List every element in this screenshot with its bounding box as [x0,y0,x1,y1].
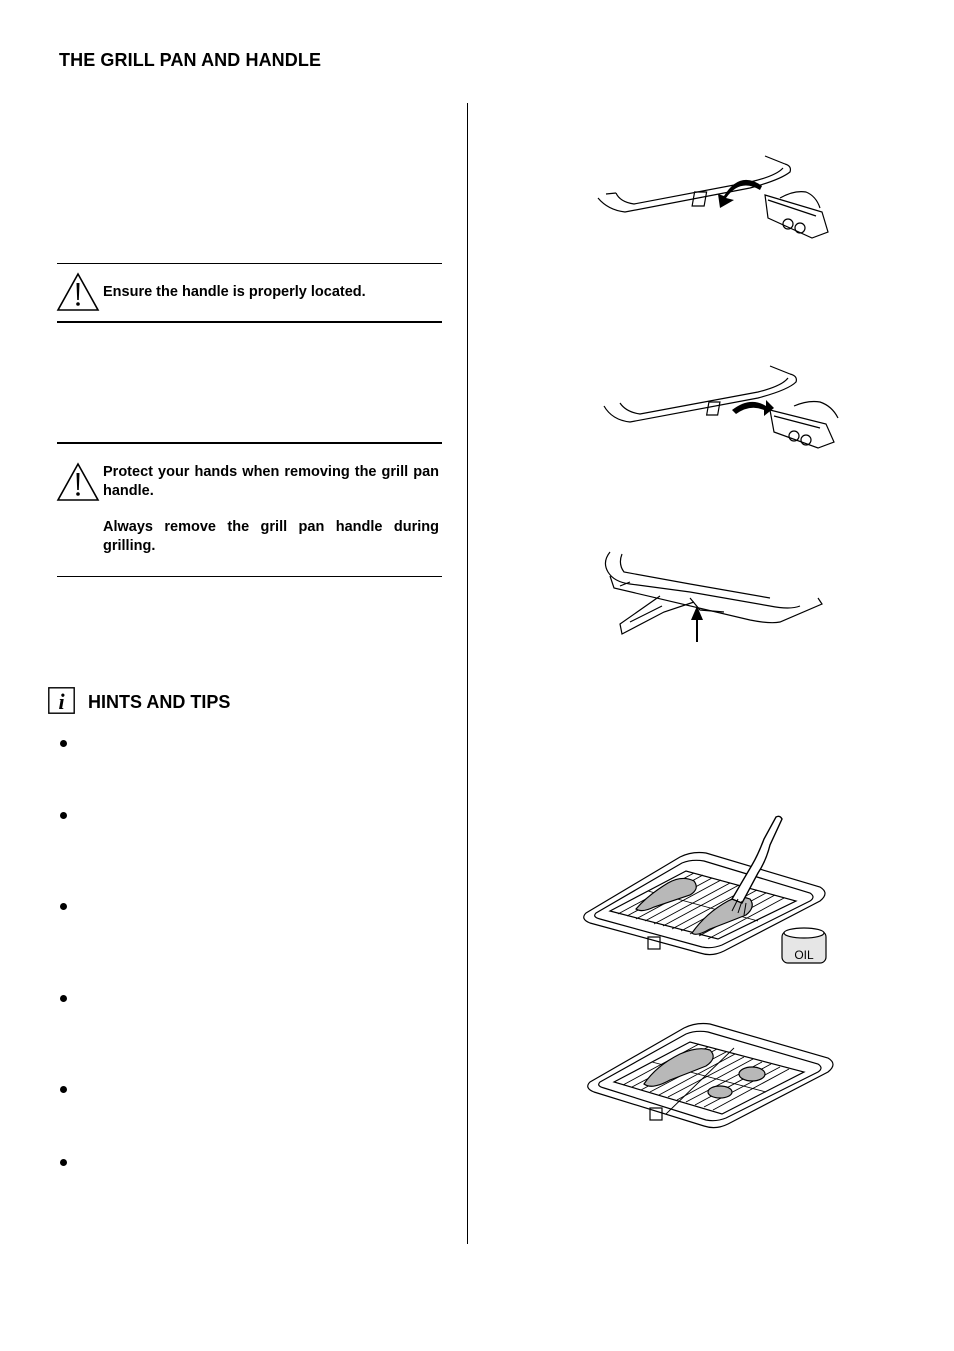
column-divider [467,103,468,1244]
handle-remove-illustration [603,365,839,449]
oil-jar: OIL [781,927,827,964]
warning-2-top-rule [57,442,442,444]
info-icon: i [48,687,75,714]
hints-title: HINTS AND TIPS [88,692,231,712]
handle-attach-illustration [597,155,829,239]
hint-bullet [60,740,67,747]
hint-bullet [60,1086,67,1093]
svg-text:i: i [58,689,65,714]
warning-1-paragraph-1: Ensure the handle is properly located. [103,284,366,300]
hint-bullet [60,812,67,819]
warning-1-text: Ensure the handle is properly located. [103,283,439,302]
warning-triangle-icon [56,462,100,501]
warning-2-paragraph-2: Always remove the grill pan handle durin… [103,519,439,554]
grill-oil-illustration: OIL [583,815,827,964]
hint-bullet [60,903,67,910]
oil-label: OIL [794,948,814,962]
warning-2-text: Protect your hands when removing the gri… [103,463,439,555]
handle-located-illustration [604,551,823,642]
hint-bullet [60,995,67,1002]
warning-2-paragraph-1: Protect your hands when removing the gri… [103,464,439,499]
warning-1-top-rule [57,263,442,264]
warning-2-bottom-rule [57,576,442,577]
page-title: THE GRILL PAN AND HANDLE [59,50,322,70]
hint-bullet [60,1159,67,1166]
warning-1-bottom-rule [57,321,442,323]
warning-triangle-icon [56,272,100,311]
grill-food-illustration [587,1022,834,1129]
